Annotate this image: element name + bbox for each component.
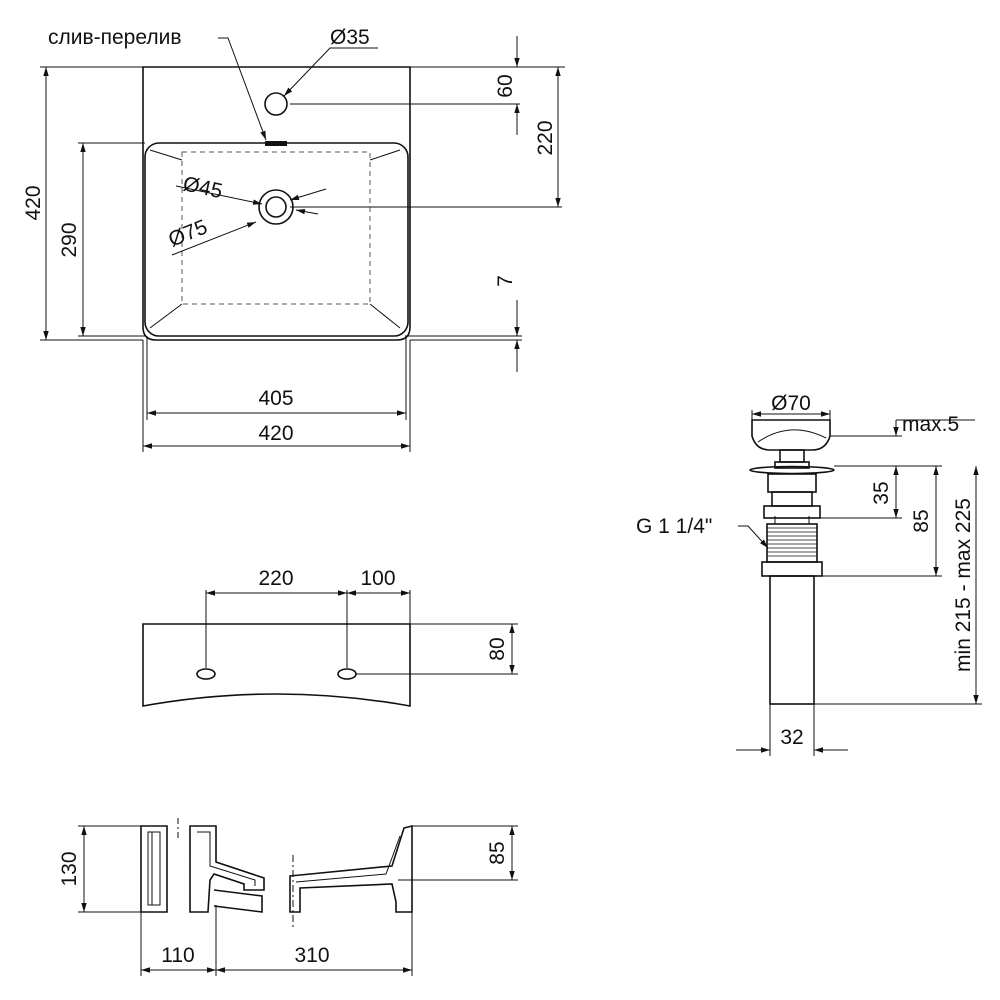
overflow-slot	[265, 141, 287, 146]
dim-290-label: 290	[58, 222, 81, 257]
dim-420-height-label: 420	[22, 185, 45, 220]
dim-220-label: 220	[534, 120, 557, 155]
section-dim-110-label: 110	[161, 944, 194, 967]
dim-420-width-label: 420	[258, 422, 293, 445]
valve-tailpiece	[769, 575, 815, 705]
dim-405-label: 405	[258, 387, 293, 410]
tap-hole	[264, 92, 288, 116]
valve-cap	[751, 419, 831, 451]
valve-max5-label: max.5	[902, 413, 959, 436]
valve-dim-85-label: 85	[910, 509, 933, 532]
valve-dia-70-label: Ø70	[771, 392, 811, 415]
front-hole-right	[337, 668, 357, 680]
valve-dim-32-label: 32	[780, 726, 803, 749]
section-dim-310-label: 310	[294, 944, 329, 967]
valve-dim-35-label: 35	[870, 481, 893, 504]
valve-thread-label: G 1 1/4"	[636, 515, 712, 538]
top-view: слив-перелив Ø35 Ø45 Ø75 60 220 7 420 29…	[22, 26, 565, 452]
tap-hole-dia-label: Ø35	[330, 26, 370, 49]
drain-dia-inner-label: Ø45	[181, 172, 225, 203]
front-dim-100-label: 100	[360, 567, 395, 590]
drain-dia-outer-label: Ø75	[165, 215, 210, 251]
overflow-label: слив-перелив	[48, 26, 182, 49]
front-dim-80-label: 80	[486, 637, 509, 660]
section-dim-85-label: 85	[486, 841, 509, 864]
dim-60-label: 60	[494, 74, 517, 97]
front-view: 220 100 80	[142, 567, 518, 707]
drain-outer	[258, 189, 294, 225]
drain-inner	[265, 196, 287, 218]
front-dim-220-label: 220	[258, 567, 293, 590]
section-dim-130-label: 130	[58, 851, 81, 886]
valve-length-range-label: min 215 - max 225	[952, 498, 975, 672]
dim-7-label: 7	[494, 275, 517, 287]
front-hole-left	[196, 668, 216, 680]
section-view: 130 85 110 310	[58, 818, 518, 976]
drain-valve: Ø70 max.5 35 85 min 215 - max 225 G 1 1/…	[636, 392, 982, 756]
